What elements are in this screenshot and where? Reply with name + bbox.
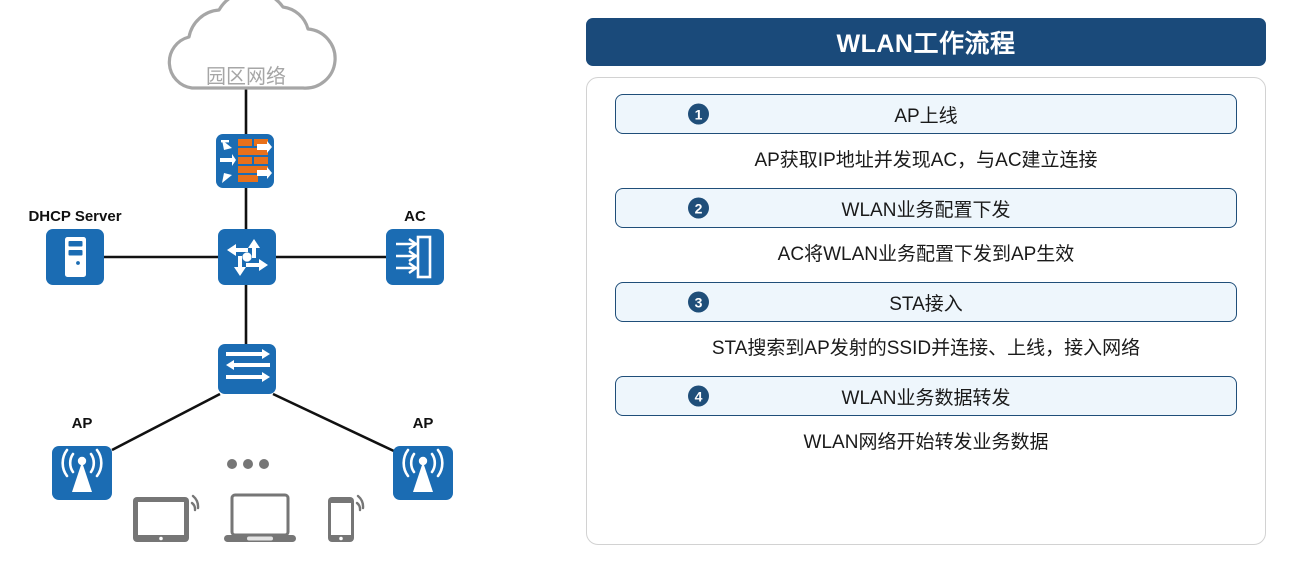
step-2-number-badge: 2 bbox=[688, 197, 709, 219]
topology-canvas bbox=[46, 0, 453, 542]
flow-step-3: 3 STA接入 STA搜索到AP发射的SSID并连接、上线，接入网络 bbox=[615, 282, 1237, 372]
step-3-number-badge: 3 bbox=[688, 291, 709, 313]
flow-step-4: 4 WLAN业务数据转发 WLAN网络开始转发业务数据 bbox=[615, 376, 1237, 466]
switch-icon bbox=[218, 344, 276, 394]
more-clients-ellipsis-icon bbox=[227, 459, 269, 469]
laptop-device-icon bbox=[224, 493, 296, 542]
steps-container: 1 AP上线 AP获取IP地址并发现AC，与AC建立连接 2 WLAN业务配置下… bbox=[586, 77, 1266, 545]
step-3-header[interactable]: 3 STA接入 bbox=[615, 282, 1237, 322]
wlan-workflow-panel: WLAN工作流程 1 AP上线 AP获取IP地址并发现AC，与AC建立连接 2 … bbox=[586, 18, 1266, 545]
step-2-description: AC将WLAN业务配置下发到AP生效 bbox=[777, 244, 1075, 265]
flow-step-2: 2 WLAN业务配置下发 AC将WLAN业务配置下发到AP生效 bbox=[615, 188, 1237, 278]
step-4-number-badge: 4 bbox=[688, 385, 709, 407]
dhcp-server-label: DHCP Server bbox=[28, 208, 122, 225]
step-1-title: AP上线 bbox=[894, 105, 958, 127]
step-3-title: STA接入 bbox=[889, 293, 963, 315]
link-switch-ap-left bbox=[111, 392, 221, 452]
ac-controller-icon bbox=[386, 229, 444, 285]
firewall-icon bbox=[216, 134, 274, 188]
step-4-description: WLAN网络开始转发业务数据 bbox=[803, 432, 1049, 453]
link-switch-ap-right bbox=[272, 392, 397, 454]
access-point-icon bbox=[52, 446, 112, 500]
cloud-icon bbox=[167, 0, 337, 90]
network-topology-diagram: 园区网络 DHCP Server AC AP AP bbox=[0, 0, 560, 571]
topology-links bbox=[104, 88, 397, 454]
smartphone-device-icon bbox=[328, 494, 365, 542]
step-3-description: STA搜索到AP发射的SSID并连接、上线，接入网络 bbox=[711, 338, 1141, 359]
step-2-title: WLAN业务配置下发 bbox=[841, 199, 1011, 221]
step-2-header[interactable]: 2 WLAN业务配置下发 bbox=[615, 188, 1237, 228]
ac-label: AC bbox=[404, 208, 426, 225]
ap-left-label: AP bbox=[71, 415, 93, 432]
step-1-number-badge: 1 bbox=[688, 103, 709, 125]
server-icon bbox=[46, 229, 104, 285]
ap-right-label: AP bbox=[412, 415, 434, 432]
panel-title: WLAN工作流程 bbox=[586, 18, 1266, 66]
step-1-description: AP获取IP地址并发现AC，与AC建立连接 bbox=[754, 150, 1098, 171]
cloud-label: 园区网络 bbox=[206, 66, 286, 88]
access-point-icon bbox=[393, 446, 453, 500]
step-1-header[interactable]: 1 AP上线 bbox=[615, 94, 1237, 134]
flow-step-1: 1 AP上线 AP获取IP地址并发现AC，与AC建立连接 bbox=[615, 94, 1237, 184]
tablet-device-icon bbox=[133, 494, 200, 542]
step-4-title: WLAN业务数据转发 bbox=[841, 387, 1011, 409]
step-4-header[interactable]: 4 WLAN业务数据转发 bbox=[615, 376, 1237, 416]
router-icon bbox=[218, 229, 276, 285]
